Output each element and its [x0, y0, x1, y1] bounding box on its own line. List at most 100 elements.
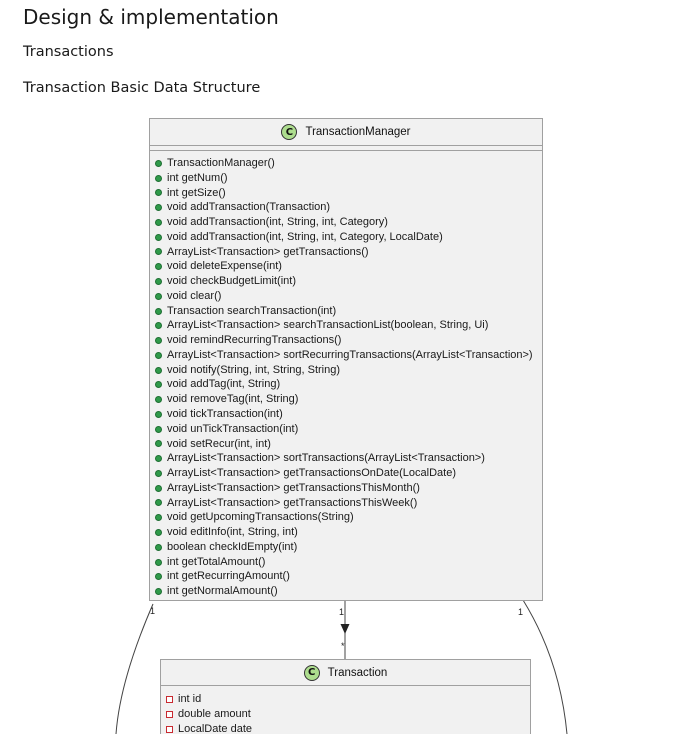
method-signature: void tickTransaction(int): [167, 408, 283, 421]
class-header: C Transaction: [161, 660, 530, 686]
public-visibility-icon: [155, 469, 162, 477]
method-signature: Transaction searchTransaction(int): [167, 304, 337, 317]
multiplicity-center-top: 1: [339, 607, 345, 617]
subsection-heading: Transaction Basic Data Structure: [23, 80, 261, 96]
private-visibility-icon: [166, 711, 173, 718]
method-row: void removeTag(int, String): [155, 392, 542, 407]
method-row: Transaction searchTransaction(int): [155, 304, 542, 319]
method-row: void setRecur(int, int): [155, 437, 542, 452]
method-row: int getRecurringAmount(): [155, 569, 542, 584]
method-row: void deleteExpense(int): [155, 259, 542, 274]
method-row: void addTransaction(int, String, int, Ca…: [155, 215, 542, 230]
method-signature: void addTransaction(Transaction): [167, 201, 331, 214]
public-visibility-icon: [155, 174, 162, 182]
method-signature: void setRecur(int, int): [167, 437, 271, 450]
public-visibility-icon: [155, 573, 162, 581]
public-visibility-icon: [155, 588, 162, 596]
public-visibility-icon: [155, 381, 162, 389]
method-row: void unTickTransaction(int): [155, 422, 542, 437]
method-row: ArrayList<Transaction> sortRecurringTran…: [155, 348, 542, 363]
public-visibility-icon: [155, 440, 162, 448]
method-signature: void clear(): [167, 289, 222, 302]
method-signature: ArrayList<Transaction> searchTransaction…: [167, 319, 489, 332]
public-visibility-icon: [155, 218, 162, 226]
method-signature: int getNum(): [167, 171, 228, 184]
method-signature: ArrayList<Transaction> getTransactionsTh…: [167, 496, 418, 509]
page-heading: Design & implementation: [23, 5, 279, 29]
attribute-row: int id: [166, 692, 530, 707]
method-signature: int getSize(): [167, 186, 226, 199]
public-visibility-icon: [155, 558, 162, 566]
class-methods-section: TransactionManager() int getNum() int ge…: [150, 151, 542, 599]
public-visibility-icon: [155, 396, 162, 404]
method-signature: void deleteExpense(int): [167, 260, 282, 273]
public-visibility-icon: [155, 529, 162, 537]
public-visibility-icon: [155, 337, 162, 345]
private-visibility-icon: [166, 726, 173, 733]
public-visibility-icon: [155, 499, 162, 507]
public-visibility-icon: [155, 484, 162, 492]
method-row: int getSize(): [155, 186, 542, 201]
method-signature: void notify(String, int, String, String): [167, 363, 341, 376]
method-signature: void addTransaction(int, String, int, Ca…: [167, 216, 388, 229]
public-visibility-icon: [155, 543, 162, 551]
public-visibility-icon: [155, 248, 162, 256]
multiplicity-center-bottom: *: [341, 641, 345, 651]
method-signature: int getTotalAmount(): [167, 555, 266, 568]
method-row: ArrayList<Transaction> getTransactionsTh…: [155, 481, 542, 496]
left-association-line: [115, 603, 154, 734]
arrowhead-icon: [340, 624, 350, 634]
method-signature: ArrayList<Transaction> sortTransactions(…: [167, 452, 485, 465]
method-row: void getUpcomingTransactions(String): [155, 510, 542, 525]
multiplicity-left: 1: [150, 606, 156, 616]
public-visibility-icon: [155, 425, 162, 433]
attribute-row: LocalDate date: [166, 722, 530, 734]
public-visibility-icon: [155, 351, 162, 359]
method-signature: void addTag(int, String): [167, 378, 281, 391]
class-badge-icon: C: [303, 664, 320, 681]
method-row: void clear(): [155, 289, 542, 304]
method-row: TransactionManager(): [155, 156, 542, 171]
private-visibility-icon: [166, 696, 173, 703]
public-visibility-icon: [155, 307, 162, 315]
method-row: int getTotalAmount(): [155, 555, 542, 570]
method-signature: void addTransaction(int, String, int, Ca…: [167, 230, 443, 243]
class-attributes-section: [150, 146, 542, 151]
method-signature: boolean checkIdEmpty(int): [167, 540, 298, 553]
method-signature: ArrayList<Transaction> getTransactionsOn…: [167, 467, 456, 480]
method-row: ArrayList<Transaction> sortTransactions(…: [155, 451, 542, 466]
method-row: int getNormalAmount(): [155, 584, 542, 599]
method-row: void addTransaction(Transaction): [155, 200, 542, 215]
public-visibility-icon: [155, 366, 162, 374]
method-signature: void editInfo(int, String, int): [167, 526, 298, 539]
public-visibility-icon: [155, 204, 162, 212]
method-signature: int getRecurringAmount(): [167, 570, 290, 583]
attribute-signature: int id: [178, 693, 202, 705]
public-visibility-icon: [155, 322, 162, 330]
method-signature: void unTickTransaction(int): [167, 422, 299, 435]
method-signature: void remindRecurringTransactions(): [167, 334, 342, 347]
method-signature: ArrayList<Transaction> sortRecurringTran…: [167, 348, 533, 361]
class-attributes-section: int id double amount LocalDate date: [161, 686, 530, 734]
multiplicity-right: 1: [518, 607, 524, 617]
section-heading: Transactions: [23, 44, 114, 60]
method-signature: int getNormalAmount(): [167, 585, 278, 598]
method-signature: ArrayList<Transaction> getTransactionsTh…: [167, 481, 420, 494]
method-row: void editInfo(int, String, int): [155, 525, 542, 540]
class-name: Transaction: [327, 666, 388, 679]
public-visibility-icon: [155, 233, 162, 241]
method-row: void remindRecurringTransactions(): [155, 333, 542, 348]
class-header: C TransactionManager: [150, 119, 542, 146]
class-box-transaction: C Transaction int id double amount Local…: [160, 659, 531, 734]
class-name: TransactionManager: [305, 126, 411, 138]
method-row: ArrayList<Transaction> searchTransaction…: [155, 318, 542, 333]
method-row: ArrayList<Transaction> getTransactionsTh…: [155, 496, 542, 511]
method-row: ArrayList<Transaction> getTransactions(): [155, 245, 542, 260]
method-signature: TransactionManager(): [167, 157, 275, 169]
method-signature: ArrayList<Transaction> getTransactions(): [167, 245, 369, 258]
public-visibility-icon: [155, 292, 162, 300]
attribute-signature: LocalDate date: [178, 723, 252, 734]
class-badge-icon: C: [281, 124, 298, 140]
